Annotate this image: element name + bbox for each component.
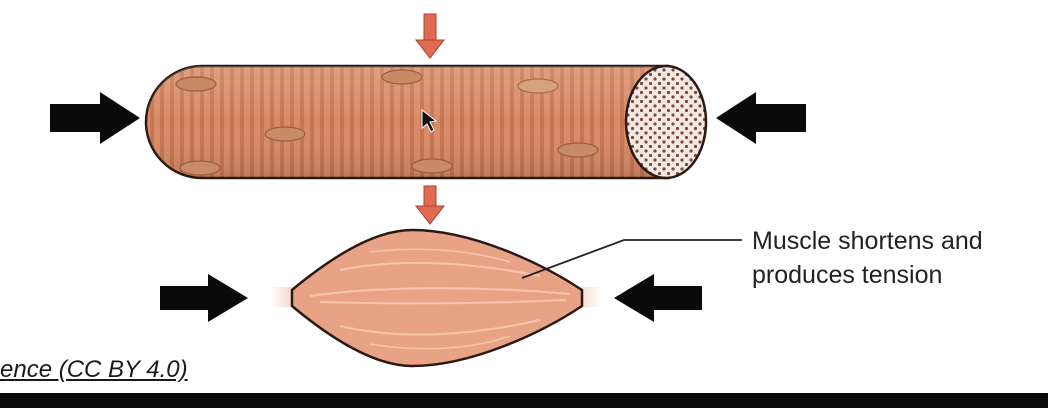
muscle-fiber-cylinder bbox=[144, 64, 708, 180]
lower-left-push-arrow-icon bbox=[160, 274, 248, 322]
callout-leader-line bbox=[521, 239, 742, 279]
nucleus bbox=[411, 158, 453, 174]
callout-label-line-1: Muscle shortens and bbox=[752, 227, 983, 255]
left-push-arrow-icon bbox=[50, 92, 140, 144]
nucleus bbox=[517, 78, 559, 94]
nucleus bbox=[381, 69, 423, 85]
top-down-red-arrow-icon bbox=[414, 13, 446, 59]
license-credit-link[interactable]: ence (CC BY 4.0) bbox=[0, 356, 188, 383]
fiber-cross-section bbox=[624, 64, 708, 180]
bottom-black-bar bbox=[0, 393, 1048, 408]
right-push-arrow-icon bbox=[716, 92, 806, 144]
nucleus bbox=[264, 126, 306, 142]
callout-label-line-2: produces tension bbox=[752, 261, 943, 289]
callout-label: Muscle shortens and produces tension bbox=[752, 224, 983, 292]
lower-right-push-arrow-icon bbox=[614, 274, 702, 322]
nucleus bbox=[175, 76, 217, 92]
middle-down-red-arrow-icon bbox=[414, 185, 446, 225]
mouse-pointer-icon bbox=[421, 108, 438, 133]
nucleus bbox=[179, 160, 221, 176]
contracted-muscle bbox=[270, 228, 602, 368]
nucleus bbox=[557, 142, 599, 158]
